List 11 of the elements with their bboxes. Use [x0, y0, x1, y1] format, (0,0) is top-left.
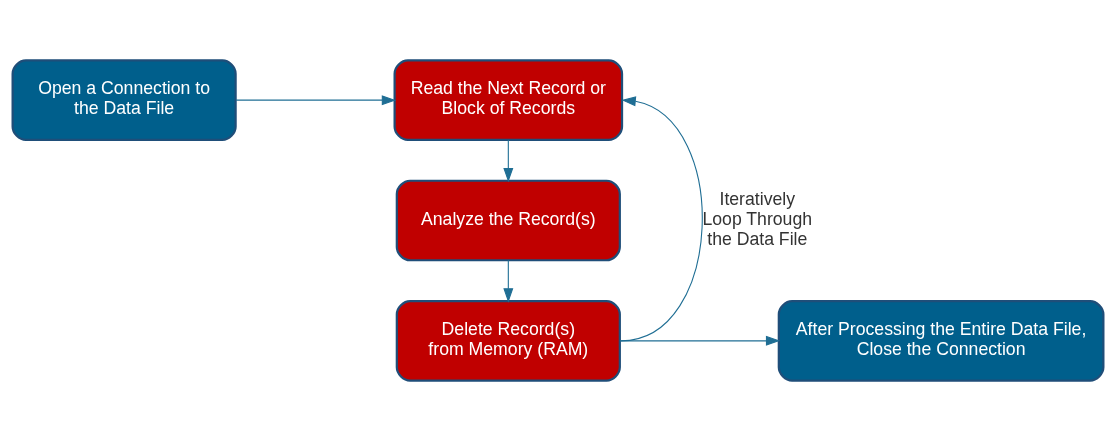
node-box: Delete Record(s) from Memory (RAM) — [395, 299, 621, 382]
node-box: Read the Next Record or Block of Records — [393, 58, 624, 141]
node-box: Analyze the Record(s) — [395, 179, 621, 261]
arrow — [620, 95, 703, 341]
node-box: Open a Connection to the Data File — [11, 58, 237, 141]
arrow — [503, 259, 514, 303]
arrow — [619, 335, 781, 346]
node-box: After Processing the Entire Data File, Close the Connection — [777, 299, 1105, 382]
arrow — [503, 138, 514, 182]
edge-label: Iteratively Loop Through the Data File — [702, 188, 813, 249]
arrow — [235, 94, 397, 105]
